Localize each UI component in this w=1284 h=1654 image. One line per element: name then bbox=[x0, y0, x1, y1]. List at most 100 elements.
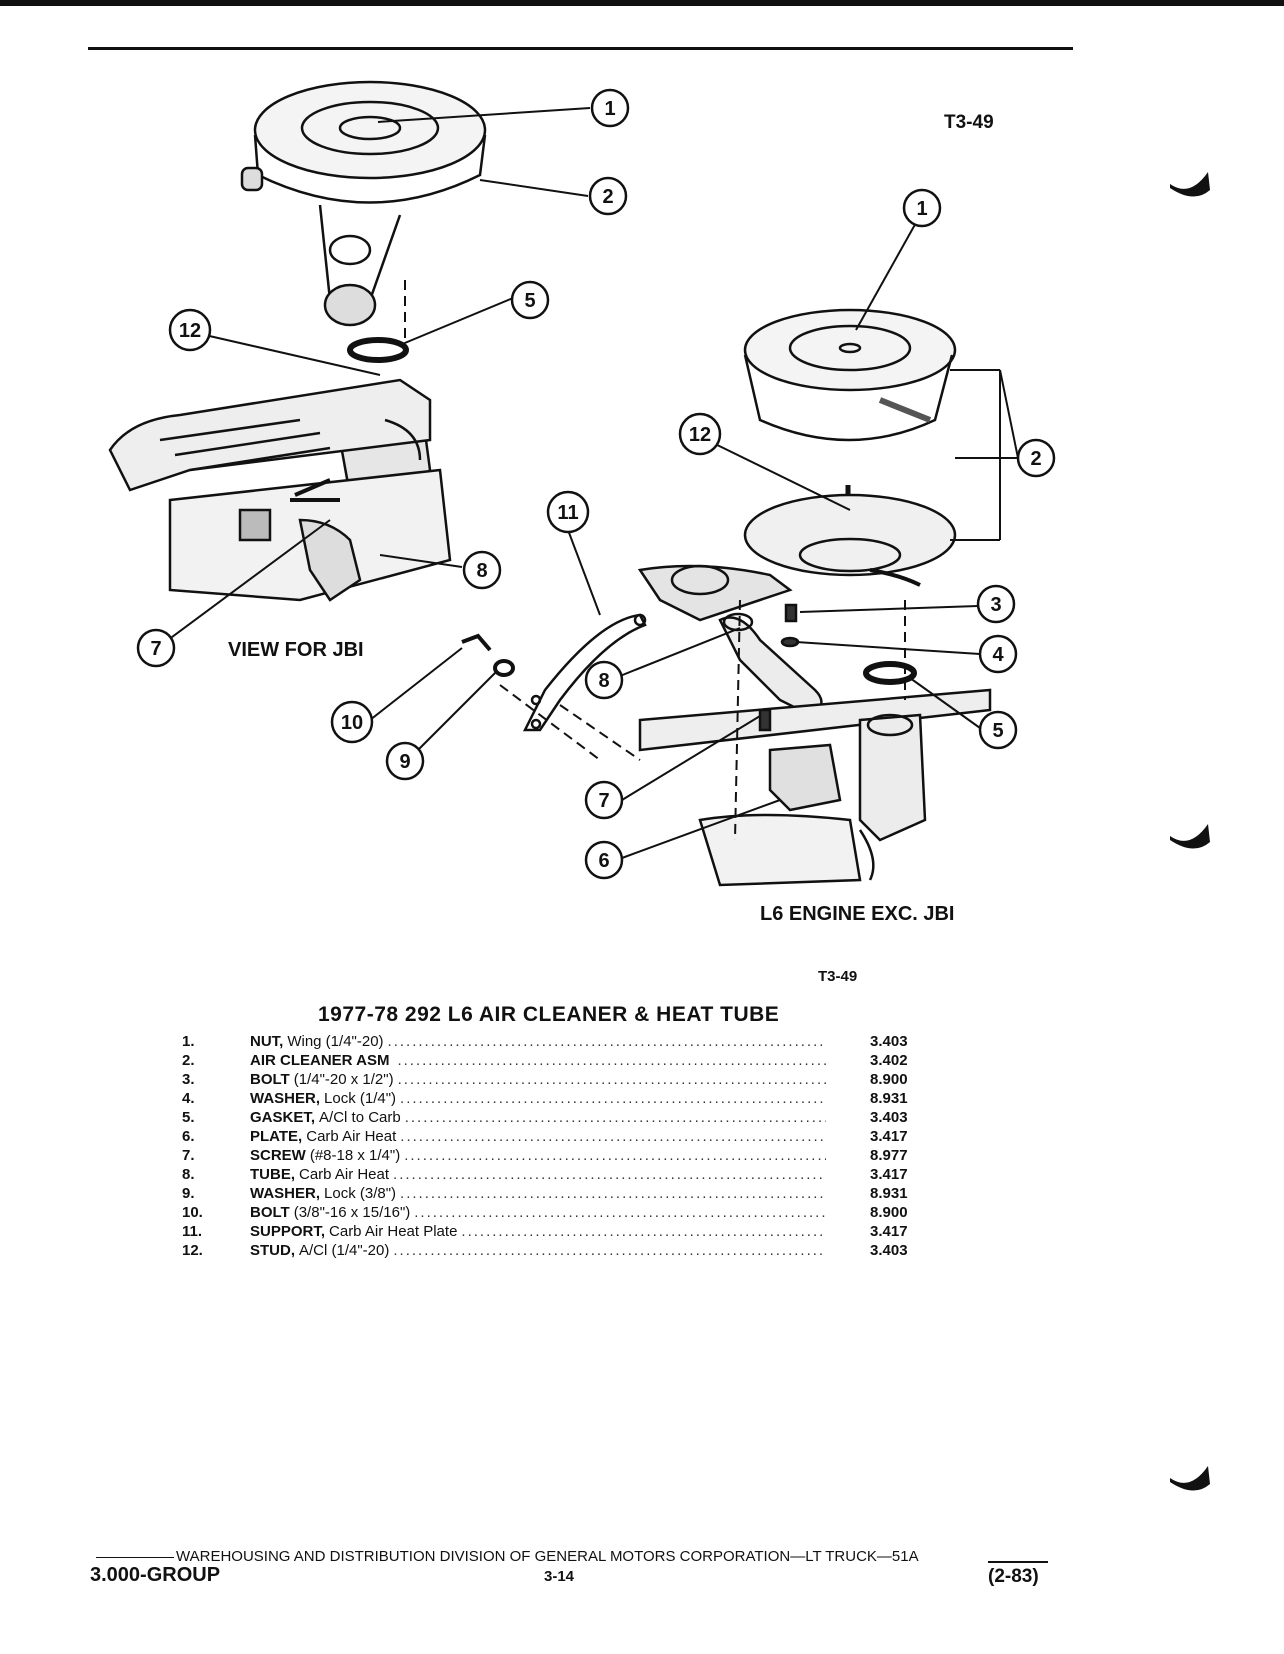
svg-text:7: 7 bbox=[598, 790, 609, 812]
parts-row: 7.SCREW(#8-18 x 1/4")...................… bbox=[170, 1146, 970, 1165]
parts-list: 1.NUT,Wing (1/4"-20)....................… bbox=[170, 1032, 970, 1260]
callout-11: 11 bbox=[546, 490, 590, 534]
part-detail: (1/4"-20 x 1/2") bbox=[293, 1071, 394, 1088]
group-number: 3.417 bbox=[870, 1166, 908, 1183]
group-number: 3.403 bbox=[870, 1242, 908, 1259]
leader-lines bbox=[167, 107, 1019, 859]
item-number: 5. bbox=[182, 1109, 195, 1126]
parts-list-title: 1977-78 292 L6 AIR CLEANER & HEAT TUBE bbox=[318, 1003, 780, 1026]
callout-2-left: 2 bbox=[588, 176, 628, 216]
top-border-rule bbox=[0, 0, 1284, 6]
part-name: WASHER, bbox=[250, 1090, 321, 1107]
part-detail: Lock (1/4") bbox=[324, 1090, 397, 1107]
parts-row: 5.GASKET,A/Cl to Carb...................… bbox=[170, 1108, 970, 1127]
callout-8-right: 8 bbox=[584, 660, 624, 700]
part-detail: Wing (1/4"-20) bbox=[287, 1033, 384, 1050]
group-number: 3.402 bbox=[870, 1052, 908, 1069]
part-name: NUT, bbox=[250, 1033, 284, 1050]
callout-3: 3 bbox=[976, 584, 1016, 624]
svg-text:12: 12 bbox=[179, 320, 201, 342]
part-name: GASKET, bbox=[250, 1109, 316, 1126]
svg-text:10: 10 bbox=[341, 712, 363, 734]
view-label-right: L6 ENGINE EXC. JBI bbox=[760, 903, 955, 925]
callout-8-left: 8 bbox=[462, 550, 502, 590]
callout-4: 4 bbox=[978, 634, 1018, 674]
callout-9: 9 bbox=[385, 741, 425, 781]
left-view-drawing bbox=[108, 80, 487, 602]
callout-markers: 1 2 5 12 8 7 10 9 1 2 12 11 3 4 8 5 7 6 bbox=[136, 88, 1056, 880]
binder-mark-top bbox=[1170, 172, 1210, 197]
part-detail: Carb Air Heat bbox=[299, 1166, 390, 1183]
callout-12-right: 12 bbox=[678, 412, 722, 456]
item-number: 7. bbox=[182, 1147, 195, 1164]
part-name: BOLT bbox=[250, 1204, 290, 1221]
group-number: 3.417 bbox=[870, 1128, 908, 1145]
left-air-cleaner-lid bbox=[253, 80, 487, 180]
callout-10: 10 bbox=[330, 700, 374, 744]
callout-2-right: 2 bbox=[1016, 438, 1056, 478]
item-number: 10. bbox=[182, 1204, 203, 1221]
part-name: STUD, bbox=[250, 1242, 295, 1259]
left-gasket bbox=[347, 337, 409, 363]
item-number: 11. bbox=[182, 1223, 203, 1240]
right-air-cleaner-lid bbox=[743, 308, 957, 392]
svg-text:2: 2 bbox=[1030, 448, 1041, 470]
item-number: 2. bbox=[182, 1052, 195, 1069]
parts-row: 9.WASHER,Lock (3/8")....................… bbox=[170, 1184, 970, 1203]
callout-1-left: 1 bbox=[590, 88, 630, 128]
footer-rule-right bbox=[988, 1561, 1048, 1563]
footer-publisher-line: WAREHOUSING AND DISTRIBUTION DIVISION OF… bbox=[176, 1548, 919, 1565]
svg-text:8: 8 bbox=[476, 560, 487, 582]
parts-row: 3.BOLT(1/4"-20 x 1/2")..................… bbox=[170, 1070, 970, 1089]
part-detail: A/Cl (1/4"-20) bbox=[299, 1242, 390, 1259]
svg-text:8: 8 bbox=[598, 670, 609, 692]
group-number: 8.977 bbox=[870, 1147, 908, 1164]
svg-text:3: 3 bbox=[990, 594, 1001, 616]
svg-text:11: 11 bbox=[557, 502, 578, 524]
svg-text:4: 4 bbox=[992, 644, 1004, 666]
callout-5-left: 5 bbox=[510, 280, 550, 320]
item-number: 3. bbox=[182, 1071, 195, 1088]
group-number: 8.931 bbox=[870, 1185, 908, 1202]
group-number: 8.931 bbox=[870, 1090, 908, 1107]
part-detail: Lock (3/8") bbox=[324, 1185, 397, 1202]
header-rule bbox=[88, 47, 1073, 50]
group-number: 3.403 bbox=[870, 1109, 908, 1126]
callout-7-left: 7 bbox=[136, 628, 176, 668]
svg-text:6: 6 bbox=[598, 850, 609, 872]
part-detail: Carb Air Heat bbox=[306, 1128, 397, 1145]
footer-rule-left bbox=[96, 1557, 174, 1558]
parts-row: 8.TUBE,Carb Air Heat....................… bbox=[170, 1165, 970, 1184]
callout-12-left: 12 bbox=[168, 308, 212, 352]
exploded-view-figure: 1 2 5 12 8 7 10 9 1 2 12 11 3 4 8 5 7 6 … bbox=[108, 80, 1056, 925]
part-detail: (3/8"-16 x 15/16") bbox=[293, 1204, 411, 1221]
group-number: 3.417 bbox=[870, 1223, 908, 1240]
view-label-left: VIEW FOR JBI bbox=[228, 639, 364, 661]
right-gasket bbox=[863, 661, 917, 685]
figure-id-top: T3-49 bbox=[944, 112, 994, 133]
svg-text:12: 12 bbox=[689, 424, 711, 446]
item-number: 6. bbox=[182, 1128, 195, 1145]
binder-mark-middle bbox=[1170, 824, 1210, 849]
part-name: SCREW bbox=[250, 1147, 306, 1164]
group-number: 3.403 bbox=[870, 1033, 908, 1050]
part-name: SUPPORT, bbox=[250, 1223, 326, 1240]
svg-text:1: 1 bbox=[916, 198, 927, 220]
parts-row: 2.AIR CLEANER ASM.......................… bbox=[170, 1051, 970, 1070]
part-name: TUBE, bbox=[250, 1166, 295, 1183]
parts-row: 4.WASHER,Lock (1/4")....................… bbox=[170, 1089, 970, 1108]
footer-page-number: 3-14 bbox=[544, 1568, 575, 1585]
part-detail: Carb Air Heat Plate bbox=[329, 1223, 458, 1240]
svg-text:7: 7 bbox=[150, 638, 161, 660]
callout-7-right: 7 bbox=[584, 780, 624, 820]
parts-row: 11.SUPPORT,Carb Air Heat Plate..........… bbox=[170, 1222, 970, 1241]
footer-group-label: 3.000-GROUP bbox=[90, 1564, 221, 1586]
item-number: 1. bbox=[182, 1033, 195, 1050]
part-name: PLATE, bbox=[250, 1128, 303, 1145]
group-number: 8.900 bbox=[870, 1071, 908, 1088]
part-detail: (#8-18 x 1/4") bbox=[309, 1147, 401, 1164]
svg-text:2: 2 bbox=[602, 186, 613, 208]
svg-text:5: 5 bbox=[524, 290, 535, 312]
part-detail: A/Cl to Carb bbox=[319, 1109, 401, 1126]
right-view-drawing bbox=[404, 280, 992, 887]
